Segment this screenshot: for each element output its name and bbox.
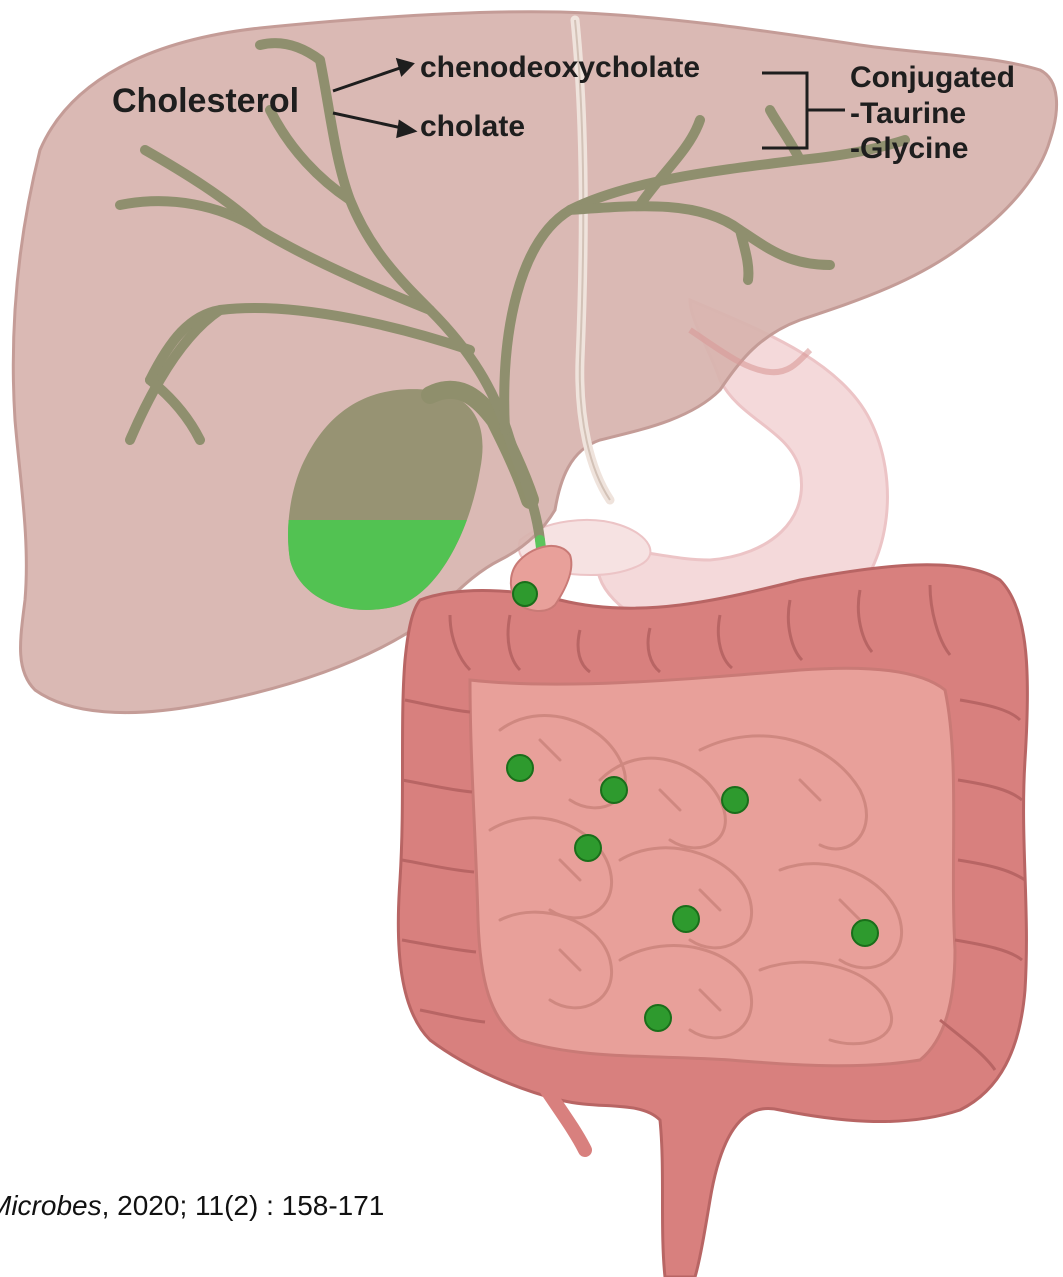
label-taurine: -Taurine (850, 99, 966, 129)
citation-details: , 2020; 11(2) : 158-171 (102, 1190, 385, 1221)
citation-journal: Microbes (0, 1190, 102, 1221)
citation: Microbes, 2020; 11(2) : 158-171 (0, 1190, 384, 1222)
label-chenodeoxycholate: chenodeoxycholate (420, 53, 700, 83)
label-glycine: -Glycine (850, 134, 968, 164)
bile-acid-dot (722, 787, 748, 813)
label-cholesterol: Cholesterol (112, 84, 299, 118)
bile-acid-dot (645, 1005, 671, 1031)
bile-acid-dot (507, 755, 533, 781)
colon-illustration (398, 565, 1027, 1277)
bile-acid-dot (601, 777, 627, 803)
bile-acid-dot (575, 835, 601, 861)
bile-acid-dot (513, 582, 537, 606)
label-cholate: cholate (420, 112, 525, 142)
bile-acid-dot (673, 906, 699, 932)
label-conjugated: Conjugated (850, 63, 1015, 93)
bile-acid-dot (852, 920, 878, 946)
